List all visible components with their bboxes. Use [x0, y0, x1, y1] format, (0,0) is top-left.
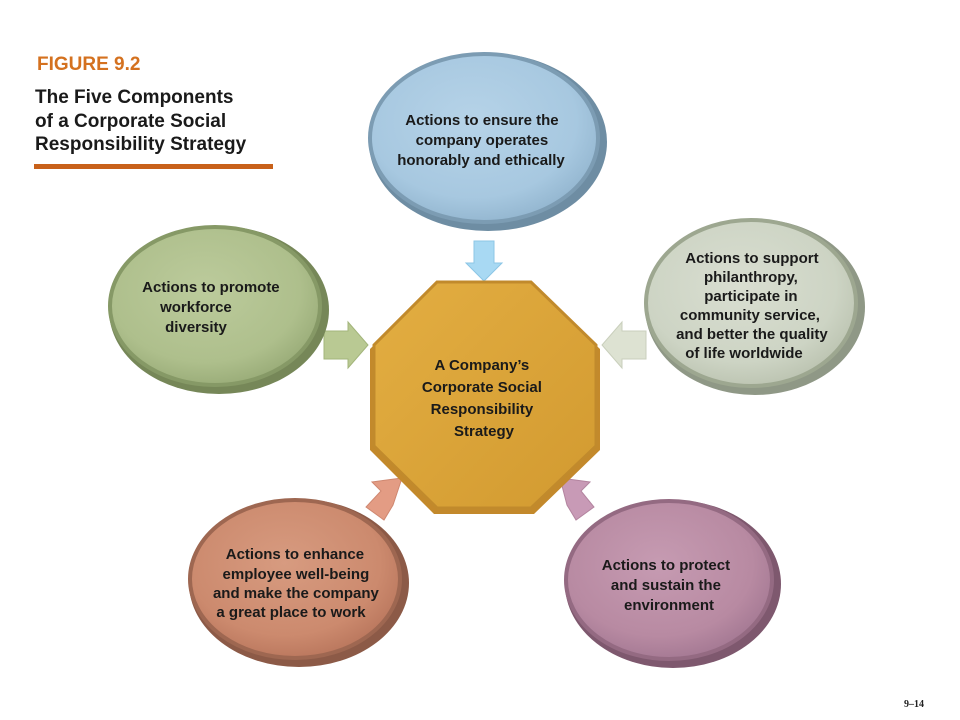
component-ethics-label: Actions to ensure the company operates h… [397, 112, 565, 169]
figure-title-line: Responsibility Strategy [35, 134, 247, 155]
center-label: A Company’s Corporate Social Responsibil… [422, 357, 546, 440]
slide-number: 9–14 [904, 699, 924, 710]
component-environment-label: Actions to protect and sustain the envir… [602, 557, 735, 614]
title-underline [34, 164, 273, 169]
arrow-environment [559, 477, 595, 521]
component-employee: Actions to enhance employee well-being a… [188, 498, 409, 667]
component-diversity: Actions to promote workforce diversity [108, 225, 329, 394]
component-philanthropy: Actions to support philanthropy, partici… [644, 218, 865, 395]
center-line: A Company’s [435, 357, 530, 374]
arrow-ethics [464, 240, 504, 282]
component-environment: Actions to protect and sustain the envir… [564, 499, 781, 668]
center-line: Responsibility [431, 401, 534, 418]
center-octagon: A Company’s Corporate Social Responsibil… [370, 280, 600, 514]
component-philanthropy-label: Actions to support philanthropy, partici… [676, 250, 832, 362]
component-ethics: Actions to ensure the company operates h… [368, 52, 607, 231]
arrow-employee [365, 477, 403, 521]
figure-label: FIGURE 9.2 [37, 54, 141, 75]
center-line: Corporate Social [422, 379, 542, 396]
arrow-diversity [323, 320, 369, 370]
component-diversity-label: Actions to promote workforce diversity [142, 279, 284, 336]
figure-title: The Five Components of a Corporate Socia… [35, 86, 285, 157]
figure-title-line: of a Corporate Social [35, 110, 227, 132]
center-line: Strategy [454, 423, 515, 440]
arrow-philanthropy [601, 320, 647, 370]
component-employee-label: Actions to enhance employee well-being a… [213, 546, 383, 621]
figure-title-line: The Five Components [35, 87, 234, 108]
